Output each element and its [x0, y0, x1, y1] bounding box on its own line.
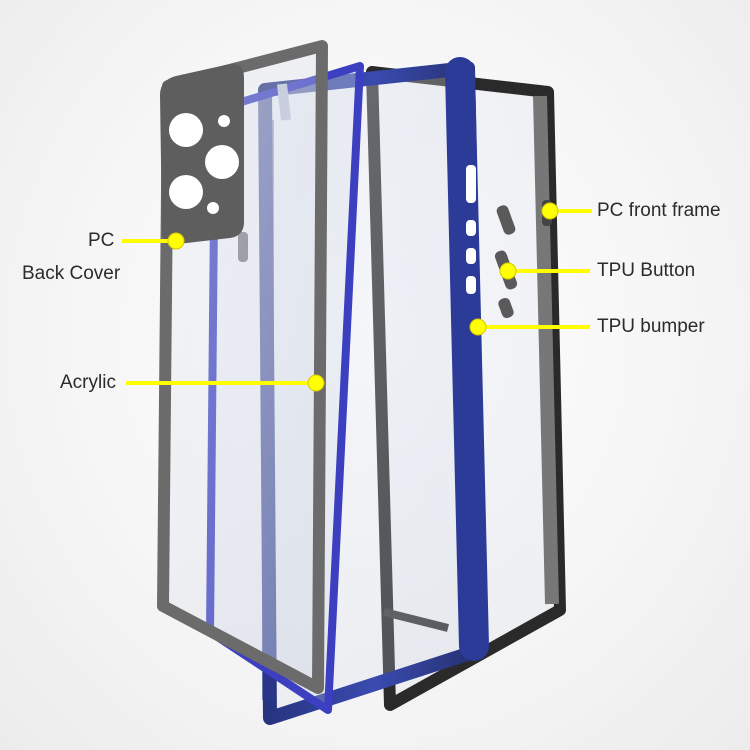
label-acrylic: Acrylic: [60, 372, 116, 393]
callout-dot-pc-front-frame: [541, 202, 559, 220]
pc-back-cover: [157, 40, 328, 694]
bumper-cutout: [466, 276, 476, 294]
callout-dot-tpu-bumper: [469, 318, 487, 336]
camera-lens-hole: [169, 175, 203, 209]
flash-hole: [218, 115, 230, 127]
label-pc: PC: [88, 230, 115, 251]
camera-lens-hole: [205, 145, 239, 179]
label-pc-front-frame: PC front frame: [597, 200, 721, 221]
label-back-cover: Back Cover: [22, 263, 121, 284]
callout-dot-acrylic: [307, 374, 325, 392]
callout-dot-tpu-button: [499, 262, 517, 280]
callouts: [122, 202, 592, 392]
camera-lens-hole: [169, 113, 203, 147]
bumper-cutout: [466, 248, 476, 264]
sensor-hole: [207, 202, 219, 214]
bumper-cutout: [466, 165, 476, 203]
callout-dot-pc-back-cover: [167, 232, 185, 250]
bumper-cutout: [466, 220, 476, 236]
label-tpu-button: TPU Button: [597, 260, 696, 281]
label-tpu-bumper: TPU bumper: [597, 316, 705, 337]
